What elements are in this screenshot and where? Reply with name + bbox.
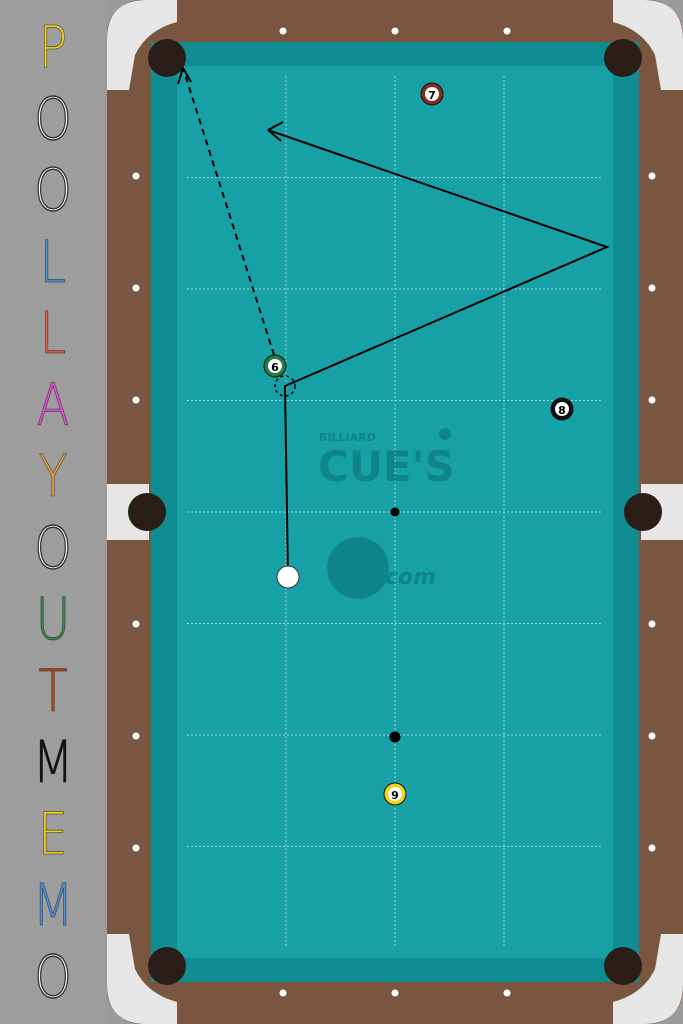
rail-diamond: [648, 396, 656, 404]
svg-text:CUE'S: CUE'S: [318, 442, 455, 491]
dcom-logo-circle: [327, 537, 389, 599]
rail-diamond: [503, 989, 511, 997]
pocket-bottom-left: [148, 947, 186, 985]
rail-diamond: [279, 989, 287, 997]
rail-diamond: [132, 172, 140, 180]
rail-diamond: [391, 27, 399, 35]
ball-6[interactable]: 6: [263, 354, 287, 378]
pocket-middle-right: [624, 493, 662, 531]
title-letter: L: [39, 227, 67, 296]
rail-diamond: [132, 396, 140, 404]
rail-diamond: [648, 620, 656, 628]
cue-ball[interactable]: [276, 565, 300, 589]
rail-diamond: [648, 844, 656, 852]
title-letter: E: [37, 799, 69, 868]
pocket-surrounds: [107, 0, 683, 1024]
title-letter: P: [38, 13, 68, 81]
ball-7-label: 7: [428, 89, 436, 102]
title-strip: [0, 0, 107, 1024]
title-letter: Y: [38, 442, 68, 510]
pool-table[interactable]: BILLIARD CUE'S com 6 7 8: [107, 0, 683, 1024]
title-letter: M: [32, 871, 74, 939]
foot-spot: [389, 731, 401, 743]
title-letter: U: [35, 585, 71, 653]
ball-7[interactable]: 7: [420, 82, 444, 106]
rail-diamond: [132, 844, 140, 852]
rail-diamond: [132, 284, 140, 292]
svg-text:com: com: [385, 565, 436, 590]
title-letter: O: [34, 156, 73, 224]
title-letter: M: [32, 728, 74, 796]
pocket-middle-left: [128, 493, 166, 531]
ball-8[interactable]: 8: [550, 397, 574, 421]
title-letter: O: [34, 84, 73, 153]
rail-diamonds: [132, 27, 656, 997]
pocket-top-left: [148, 39, 186, 77]
title-letter: A: [36, 370, 70, 439]
ghost-ball: [274, 375, 296, 397]
rail-diamond: [132, 732, 140, 740]
cue-path-arrowhead: [267, 121, 284, 142]
rail-diamond: [648, 732, 656, 740]
rail-diamond: [503, 27, 511, 35]
balls[interactable]: 6 7 8 9: [263, 82, 574, 806]
ball-8-label: 8: [558, 404, 566, 417]
center-spot: [390, 507, 400, 517]
ball-9-label: 9: [391, 789, 399, 802]
title-letter: T: [38, 656, 68, 725]
cue-ball-path: [267, 129, 610, 578]
rail-diamond: [648, 172, 656, 180]
pocket-top-right: [604, 39, 642, 77]
title-letter: O: [34, 513, 73, 582]
cues-logo: BILLIARD CUE'S com: [318, 428, 455, 599]
rail-diamond: [279, 27, 287, 35]
rail-diamond: [648, 284, 656, 292]
pocket-bottom-right: [604, 947, 642, 985]
ball-9[interactable]: 9: [383, 782, 407, 806]
ball-6-label: 6: [271, 361, 279, 374]
title-letter: O: [34, 942, 73, 1011]
rail-diamond: [132, 620, 140, 628]
title-letter: L: [39, 299, 67, 367]
svg-text:BILLIARD: BILLIARD: [319, 431, 376, 444]
shot-lines: [177, 67, 610, 578]
object-path-arrowhead: [177, 67, 192, 85]
rail-diamond: [391, 989, 399, 997]
pockets: [128, 39, 662, 985]
